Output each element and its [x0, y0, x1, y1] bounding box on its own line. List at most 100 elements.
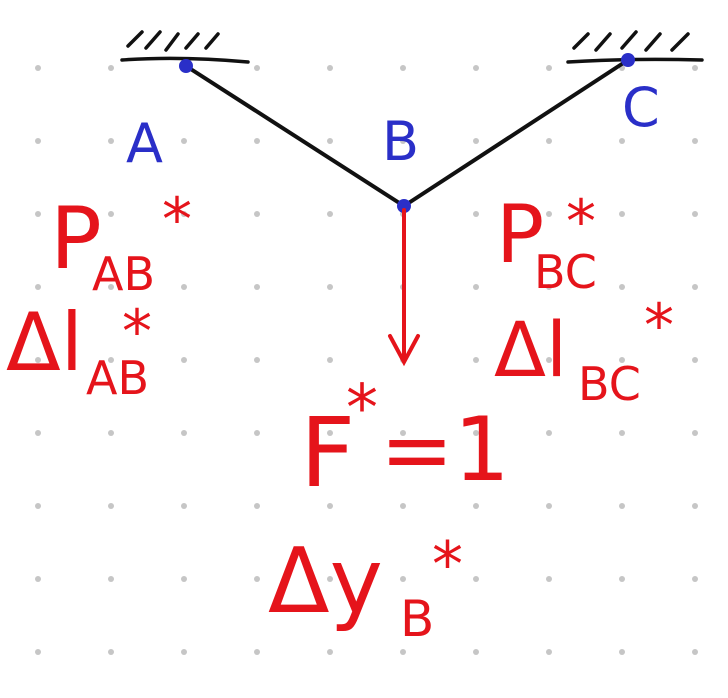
- grid-dot: [400, 649, 406, 655]
- force-rest: =1: [380, 398, 510, 501]
- grid-dot: [108, 211, 114, 217]
- grid-dot: [327, 649, 333, 655]
- grid-dot: [692, 357, 698, 363]
- grid-dot: [35, 284, 41, 290]
- dl-bc-main: Δl: [494, 305, 567, 394]
- grid-dot: [619, 284, 625, 290]
- grid-dot: [546, 65, 552, 71]
- grid-dot: [546, 649, 552, 655]
- grid-dot: [327, 430, 333, 436]
- grid-dot: [108, 65, 114, 71]
- grid-dot: [108, 430, 114, 436]
- grid-dot: [181, 430, 187, 436]
- grid-dot: [619, 649, 625, 655]
- node-label-c: C: [622, 76, 660, 139]
- force-sup: *: [346, 372, 378, 446]
- grid-dot: [692, 284, 698, 290]
- grid-dot: [254, 576, 260, 582]
- grid-dot: [108, 138, 114, 144]
- grid-dot: [108, 357, 114, 363]
- grid-dot: [327, 503, 333, 509]
- grid-dot: [619, 576, 625, 582]
- grid-dot: [254, 430, 260, 436]
- grid-dot: [35, 430, 41, 436]
- grid-dot: [181, 503, 187, 509]
- grid-dot: [619, 503, 625, 509]
- grid-dot: [327, 138, 333, 144]
- annotation-force: F * =1: [300, 372, 510, 509]
- grid-dot: [473, 138, 479, 144]
- load-arrow: [388, 208, 420, 367]
- grid-dot: [546, 357, 552, 363]
- grid-dot: [35, 357, 41, 363]
- dl-ab-main: Δl: [6, 296, 83, 389]
- bar-ab: [184, 64, 406, 208]
- grid-dot: [254, 65, 260, 71]
- grid-dot: [108, 284, 114, 290]
- grid-dot: [327, 284, 333, 290]
- annotation-p-bc: P BC *: [496, 187, 597, 299]
- grid-dot: [327, 65, 333, 71]
- grid-dot: [546, 138, 552, 144]
- node-label-a: A: [126, 112, 163, 175]
- grid-dot: [181, 576, 187, 582]
- p-ab-sub: AB: [92, 247, 155, 301]
- grid-dot: [692, 430, 698, 436]
- grid-dot: [108, 649, 114, 655]
- grid-dot: [692, 576, 698, 582]
- grid-dot: [692, 649, 698, 655]
- dl-bc-sub: BC: [578, 357, 641, 411]
- p-ab-sup: *: [162, 185, 192, 255]
- grid-dot: [619, 357, 625, 363]
- grid-dot: [619, 138, 625, 144]
- grid-dot: [400, 503, 406, 509]
- support-c: [566, 30, 704, 64]
- grid-dot: [692, 138, 698, 144]
- grid-dot: [546, 211, 552, 217]
- grid-dot: [254, 503, 260, 509]
- grid-dot: [35, 65, 41, 71]
- grid-dot: [473, 503, 479, 509]
- grid-dot: [35, 503, 41, 509]
- grid-dot: [400, 430, 406, 436]
- grid-dot: [181, 211, 187, 217]
- bar-bc: [402, 58, 630, 208]
- grid-dot: [400, 65, 406, 71]
- p-bc-sub: BC: [534, 245, 597, 299]
- annotation-dl-bc: Δl BC *: [494, 291, 674, 411]
- grid-dot: [473, 211, 479, 217]
- joint-a: [179, 59, 193, 73]
- grid-dot: [473, 357, 479, 363]
- grid-dot: [473, 284, 479, 290]
- grid-dot: [546, 503, 552, 509]
- grid-dot: [546, 576, 552, 582]
- grid-dot: [254, 138, 260, 144]
- grid-dot: [400, 138, 406, 144]
- annotation-dl-ab: Δl AB *: [6, 296, 152, 405]
- joint-b: [397, 199, 411, 213]
- node-label-b: B: [382, 110, 419, 173]
- grid-dot: [546, 430, 552, 436]
- dl-ab-sup: *: [122, 297, 152, 367]
- p-bc-main: P: [496, 188, 544, 281]
- grid-dot: [473, 649, 479, 655]
- grid-dot: [692, 503, 698, 509]
- grid-dot: [181, 649, 187, 655]
- joint-c: [621, 53, 635, 67]
- dl-ab-sub: AB: [86, 351, 149, 405]
- grid-dot: [327, 576, 333, 582]
- dy-b-sub: B: [400, 590, 434, 648]
- grid-dot: [473, 576, 479, 582]
- grid-dot: [692, 211, 698, 217]
- grid-dot: [327, 211, 333, 217]
- grid-dot: [254, 649, 260, 655]
- grid-dot: [108, 503, 114, 509]
- grid-dot: [35, 211, 41, 217]
- grid-dot: [181, 284, 187, 290]
- grid-dot: [619, 430, 625, 436]
- grid-dot: [692, 65, 698, 71]
- grid-dot: [327, 357, 333, 363]
- force-main: F: [300, 397, 355, 509]
